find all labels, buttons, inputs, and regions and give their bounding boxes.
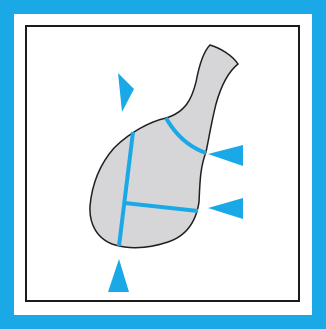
cut-diagram: [0, 0, 326, 329]
diagram-canvas: [0, 0, 326, 329]
